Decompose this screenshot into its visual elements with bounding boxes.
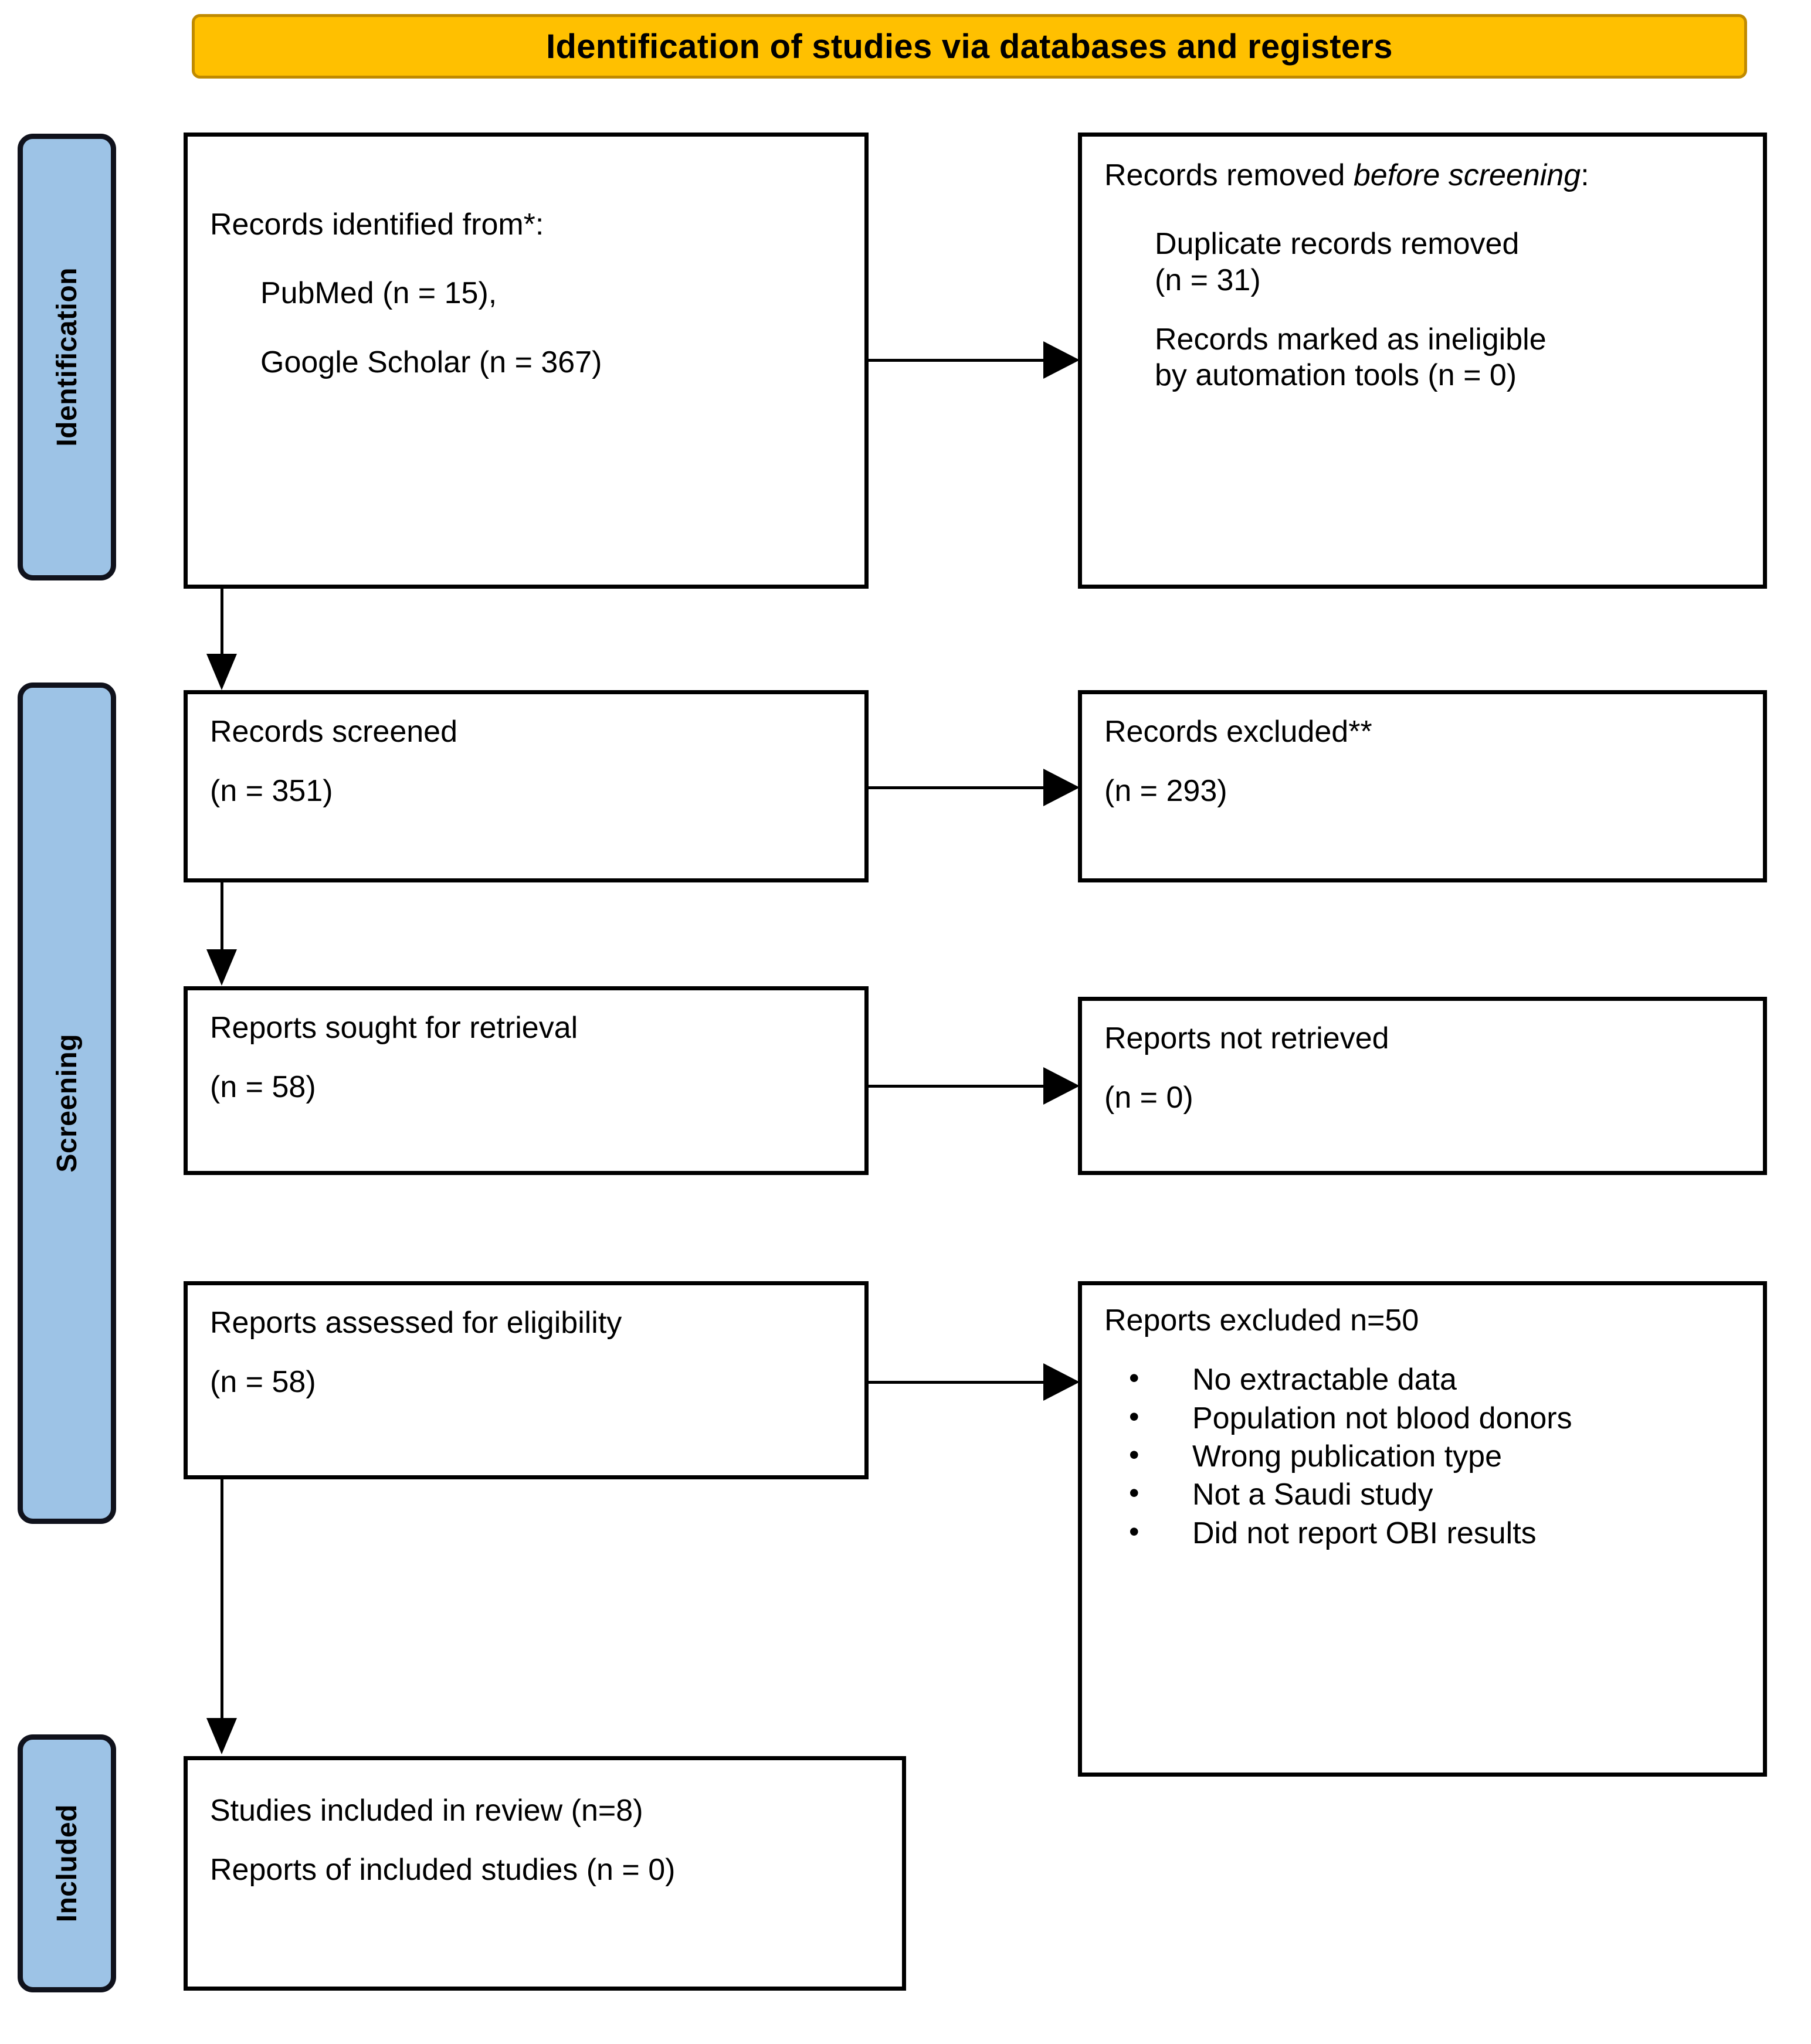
reports-not-retrieved-count: (n = 0) [1104, 1081, 1193, 1115]
list-item: Wrong publication type [1129, 1438, 1743, 1475]
reports-excluded-reason-list: No extractable data Population not blood… [1104, 1361, 1743, 1551]
reports-assessed-label: Reports assessed for eligibility [210, 1306, 622, 1340]
box-records-removed-before-screening: Records removed before screening: Duplic… [1078, 133, 1767, 589]
duplicate-records-removed-line2: (n = 31) [1155, 263, 1261, 297]
records-excluded-count: (n = 293) [1104, 774, 1227, 809]
duplicate-records-removed-line1: Duplicate records removed [1155, 227, 1520, 262]
stage-label-identification-text: Identification [51, 267, 83, 447]
records-ineligible-automation-line1: Records marked as ineligible [1155, 322, 1547, 357]
reports-assessed-count: (n = 58) [210, 1365, 316, 1400]
list-item: No extractable data [1129, 1361, 1743, 1398]
records-identified-source-pubmed: PubMed (n = 15), [260, 276, 497, 311]
reports-of-included-studies: Reports of included studies (n = 0) [210, 1853, 676, 1887]
stage-label-screening-text: Screening [51, 1034, 83, 1173]
records-removed-heading-plain: Records removed [1104, 158, 1354, 192]
records-identified-heading: Records identified from*: [210, 208, 544, 242]
stage-label-screening: Screening [18, 683, 116, 1524]
studies-included-in-review: Studies included in review (n=8) [210, 1794, 643, 1828]
stage-label-included: Included [18, 1734, 116, 1992]
box-records-identified: Records identified from*: PubMed (n = 15… [184, 133, 869, 589]
records-screened-label: Records screened [210, 715, 457, 749]
records-removed-heading-italic: before screening [1353, 158, 1581, 192]
records-identified-source-google-scholar: Google Scholar (n = 367) [260, 345, 602, 379]
stage-label-included-text: Included [51, 1804, 83, 1923]
stage-label-identification: Identification [18, 134, 116, 580]
diagram-title: Identification of studies via databases … [546, 27, 1393, 66]
box-reports-sought-for-retrieval: Reports sought for retrieval (n = 58) [184, 986, 869, 1175]
box-records-screened: Records screened (n = 351) [184, 690, 869, 882]
list-item: Not a Saudi study [1129, 1476, 1743, 1513]
records-removed-heading-suffix: : [1581, 158, 1589, 192]
reports-sought-count: (n = 58) [210, 1070, 316, 1105]
reports-sought-label: Reports sought for retrieval [210, 1011, 578, 1045]
diagram-header-banner: Identification of studies via databases … [192, 14, 1747, 79]
box-reports-not-retrieved: Reports not retrieved (n = 0) [1078, 997, 1767, 1175]
reports-excluded-heading: Reports excluded n=50 [1104, 1303, 1419, 1337]
box-records-excluded: Records excluded** (n = 293) [1078, 690, 1767, 882]
records-removed-heading: Records removed before screening: [1104, 158, 1743, 193]
records-screened-count: (n = 351) [210, 774, 333, 809]
records-excluded-label: Records excluded** [1104, 715, 1372, 749]
list-item: Population not blood donors [1129, 1400, 1743, 1437]
box-studies-included: Studies included in review (n=8) Reports… [184, 1756, 906, 1991]
list-item: Did not report OBI results [1129, 1515, 1743, 1551]
box-reports-assessed-for-eligibility: Reports assessed for eligibility (n = 58… [184, 1281, 869, 1479]
box-reports-excluded: Reports excluded n=50 No extractable dat… [1078, 1281, 1767, 1777]
records-ineligible-automation-line2: by automation tools (n = 0) [1155, 358, 1517, 393]
reports-not-retrieved-label: Reports not retrieved [1104, 1021, 1389, 1055]
